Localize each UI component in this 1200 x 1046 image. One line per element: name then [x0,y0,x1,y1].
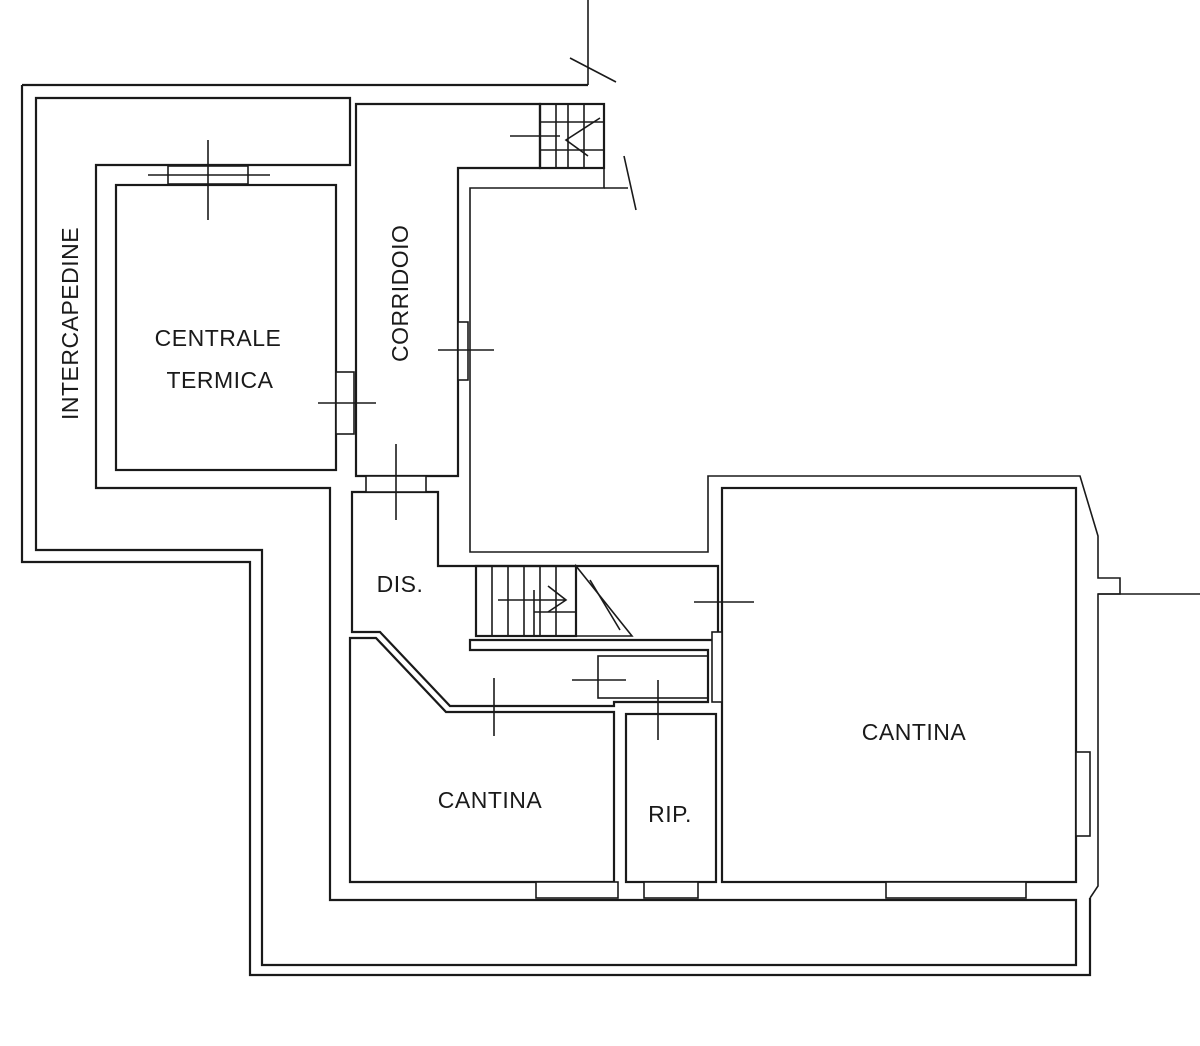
outer-perimeter-inner-wall [34,96,1078,967]
dis-walls [350,490,720,708]
label-corridoio: CORRIDOIO [387,225,413,362]
stair-flight [575,563,634,637]
label-termica: TERMICA [167,367,274,393]
cantina-small-room [348,636,616,884]
cantina-small-window [535,881,619,899]
stair-flight [589,579,621,631]
stair-step [533,590,576,636]
stair-arrow [498,585,568,613]
exterior-lines [604,155,637,211]
label-centrale: CENTRALE [155,325,282,351]
label-rip: RIP. [648,801,692,827]
cantina-large-room [720,486,1078,884]
rip-room [624,712,718,884]
middle-stair-box [474,564,578,638]
outer-perimeter-wall [20,83,1092,977]
centrale-termica-room [114,183,338,472]
exterior-lines [569,0,617,168]
cantina-large-window [885,881,1027,899]
rip-window [643,881,699,899]
cantina-large-side-window [1075,751,1091,837]
label-cantina-large: CANTINA [862,719,967,745]
cantina-large-door [711,631,723,703]
corridoio-side-door [457,321,469,381]
label-intercapedine: INTERCAPEDINE [57,227,83,420]
label-cantina-small: CANTINA [438,787,543,813]
corridoio-walls [354,102,542,478]
courtyard-outline [469,168,1121,899]
small-corridor [597,655,709,699]
stair-arrow [564,117,601,157]
label-dis: DIS. [377,571,424,597]
